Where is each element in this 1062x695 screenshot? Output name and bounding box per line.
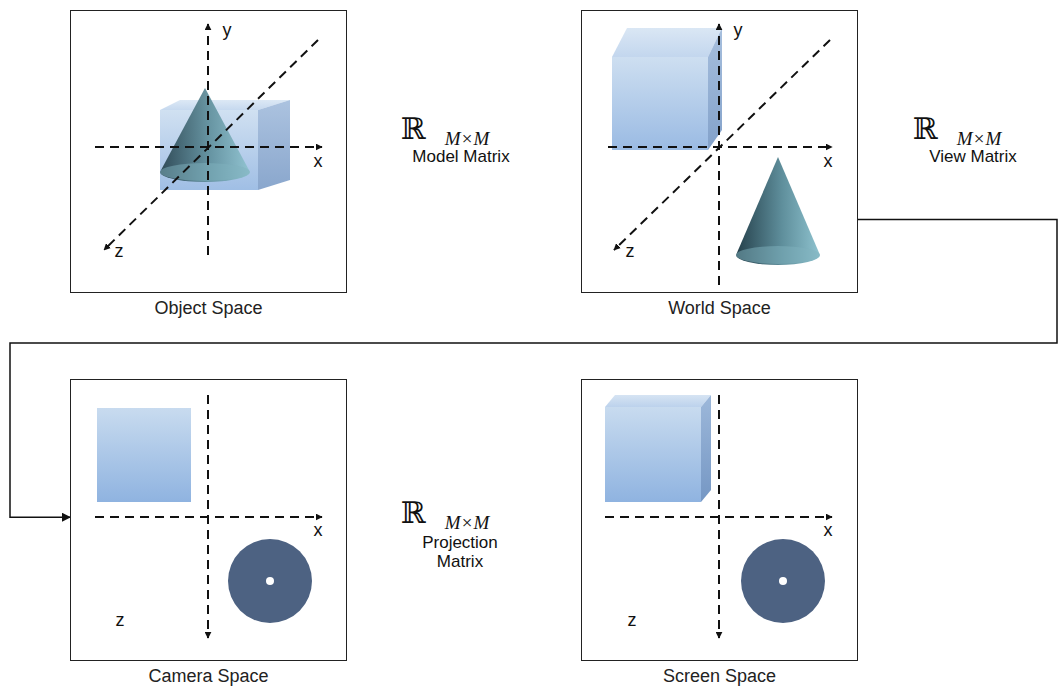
pipeline-connector [10, 219, 1057, 517]
axis-label: y [223, 21, 232, 41]
axis-label: z [628, 611, 637, 631]
cone-disk [228, 539, 312, 623]
matrix-dimension: M×M [445, 513, 489, 534]
axis-label: x [314, 152, 323, 172]
y-axis [718, 24, 720, 285]
cube-front [605, 407, 701, 502]
z-axis [207, 395, 209, 638]
cone-base [736, 246, 820, 264]
z-axis [104, 40, 318, 250]
matrix-dimension: M×M [957, 129, 1001, 150]
axis-label: x [824, 152, 833, 172]
panel-caption: Object Space [51, 298, 366, 319]
space-panel: World Space [581, 10, 858, 293]
object-scene [95, 24, 322, 255]
axis-label: y [734, 21, 743, 41]
axis-label: x [314, 521, 323, 541]
matrix-dimension: M×M [445, 129, 489, 150]
cone-disk [741, 539, 825, 623]
matrix-name: Projection Matrix [414, 534, 506, 571]
panel-caption: World Space [562, 298, 877, 319]
cube-front [612, 57, 708, 150]
panel-caption: Camera Space [51, 666, 366, 687]
z-axis [614, 40, 830, 250]
matrix-symbol: ℝ [913, 112, 938, 145]
matrix-name: Model Matrix [412, 148, 509, 167]
cone [160, 88, 250, 182]
cube-top [612, 28, 722, 57]
axis-label: z [626, 242, 635, 262]
space-panel: Camera Space [70, 379, 347, 661]
world-scene [608, 24, 832, 285]
matrix-symbol: ℝ [401, 496, 426, 529]
cube-side [258, 100, 290, 190]
y-axis [207, 24, 209, 255]
cone-base [160, 163, 250, 181]
cube-side [701, 395, 711, 502]
cone [736, 157, 820, 265]
space-panel: Object Space [70, 10, 347, 293]
cube-face [97, 408, 191, 502]
cube-top [605, 395, 711, 407]
axis-label: z [116, 611, 125, 631]
screen-scene [605, 395, 832, 638]
matrix-symbol: ℝ [401, 112, 426, 145]
z-axis [718, 395, 720, 638]
axis-label: x [824, 521, 833, 541]
axis-label: z [115, 242, 124, 262]
space-panel: Screen Space [581, 379, 858, 661]
cone-apex [779, 577, 787, 585]
matrix-name: View Matrix [929, 148, 1017, 167]
camera-scene [95, 395, 322, 638]
panel-caption: Screen Space [562, 666, 877, 687]
cone-apex [266, 577, 274, 585]
